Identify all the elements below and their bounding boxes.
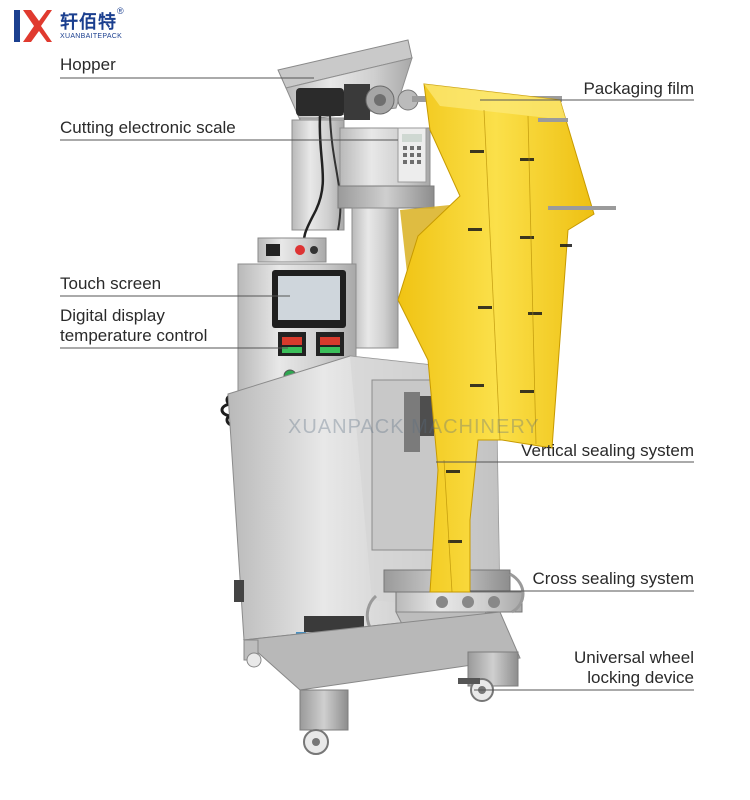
label-universal-wheel-line1: Universal wheel	[574, 648, 694, 667]
packaging-film	[397, 83, 616, 593]
universal-wheel	[246, 652, 494, 755]
temperature-box	[257, 237, 327, 263]
label-universal-wheel-line2: locking device	[587, 668, 694, 687]
brand-name-cn: 轩佰特	[60, 12, 117, 33]
label-cutting-electronic-scale: Cutting electronic scale	[60, 118, 236, 137]
machine-base	[242, 611, 521, 731]
label-touch-screen: Touch screen	[60, 274, 162, 293]
label-digital-display-line1: Digital display	[60, 306, 165, 325]
label-digital-display-line2: temperature control	[60, 326, 208, 345]
label-packaging-film: Packaging film	[583, 79, 694, 98]
registered-mark: ®	[117, 6, 124, 16]
scale-column	[291, 119, 431, 231]
watermark: XUANPACK MACHINERY	[288, 416, 540, 438]
brand-name-en: XUANBAITEPACK	[60, 33, 123, 40]
leader-lines	[60, 77, 694, 691]
logo-mark-icon	[14, 10, 52, 42]
label-hopper: Hopper	[60, 55, 116, 74]
label-vertical-sealing-system: Vertical sealing system	[521, 441, 694, 460]
brand-logo: 轩佰特 ® XUANBAITEPACK	[14, 6, 124, 46]
label-cross-sealing-system: Cross sealing system	[532, 569, 694, 588]
